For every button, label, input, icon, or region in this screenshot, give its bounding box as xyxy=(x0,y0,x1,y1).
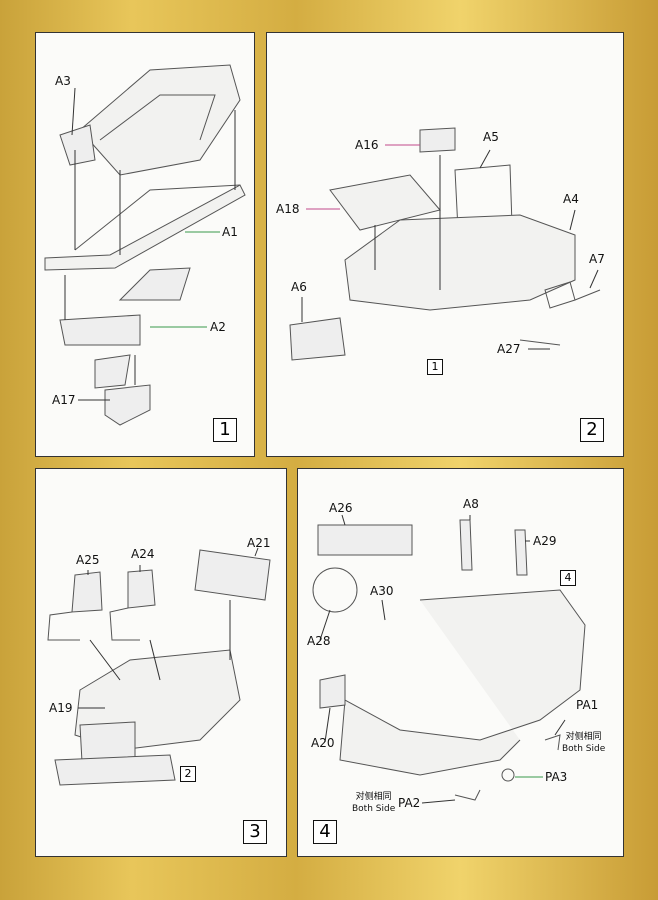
part-label-a19: A19 xyxy=(49,701,73,715)
part-label-a16: A16 xyxy=(355,138,379,152)
step-4-panel xyxy=(297,468,624,857)
part-label-a4: A4 xyxy=(563,192,579,206)
ref-step-2: 2 xyxy=(180,766,196,782)
part-label-a26: A26 xyxy=(329,501,353,515)
part-label-a1: A1 xyxy=(222,225,238,239)
step-number-3: 3 xyxy=(243,820,267,844)
part-label-a20: A20 xyxy=(311,736,335,750)
part-label-a5: A5 xyxy=(483,130,499,144)
both-side-cn: 对侧相同 xyxy=(565,732,602,742)
part-label-a28: A28 xyxy=(307,634,331,648)
both-side-cn: 对侧相同 xyxy=(355,792,392,802)
part-label-a7: A7 xyxy=(589,252,605,266)
part-label-a6: A6 xyxy=(291,280,307,294)
step-number-2: 2 xyxy=(580,418,604,442)
part-label-a30: A30 xyxy=(370,584,394,598)
part-label-a17: A17 xyxy=(52,393,76,407)
part-label-a21: A21 xyxy=(247,536,271,550)
step-number-1: 1 xyxy=(213,418,237,442)
part-label-a18: A18 xyxy=(276,202,300,216)
both-side-note-left: 对侧相同 Both Side xyxy=(352,792,395,815)
step-2-panel xyxy=(266,32,624,457)
part-label-a8: A8 xyxy=(463,497,479,511)
step-number-4: 4 xyxy=(313,820,337,844)
ref-step-1: 1 xyxy=(427,359,443,375)
part-label-a2: A2 xyxy=(210,320,226,334)
both-side-note-right: 对侧相同 Both Side xyxy=(562,732,605,755)
part-label-pa1: PA1 xyxy=(576,698,599,712)
part-label-a29: A29 xyxy=(533,534,557,548)
part-label-pa2: PA2 xyxy=(398,796,421,810)
part-label-a25: A25 xyxy=(76,553,100,567)
part-label-a24: A24 xyxy=(131,547,155,561)
part-label-pa3: PA3 xyxy=(545,770,568,784)
ref-step-4: 4 xyxy=(560,570,576,586)
part-label-a3: A3 xyxy=(55,74,71,88)
step-3-panel xyxy=(35,468,287,857)
both-side-en: Both Side xyxy=(352,803,396,814)
both-side-en: Both Side xyxy=(562,743,606,754)
part-label-a27: A27 xyxy=(497,342,521,356)
